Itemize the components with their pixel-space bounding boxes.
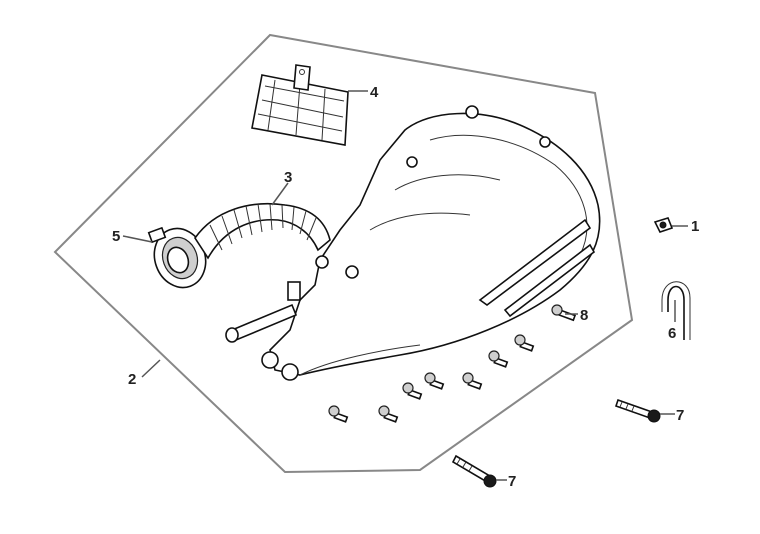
callout-8: 8 <box>580 307 588 324</box>
part-3-intake-hose <box>194 202 331 260</box>
part-1-clip <box>653 217 674 233</box>
leader-5 <box>122 235 153 243</box>
part-2-air-cleaner-housing <box>225 105 601 381</box>
screw <box>551 304 577 322</box>
callout-4: 4 <box>370 84 379 101</box>
screw <box>514 334 535 352</box>
part-7-bolt-upper <box>614 398 661 423</box>
screw <box>378 405 399 423</box>
part-5-intake-flange <box>147 226 207 289</box>
callout-3: 3 <box>284 169 292 186</box>
part-6-hose-clamp <box>661 281 691 340</box>
callout-7-lower: 7 <box>508 473 516 490</box>
screw <box>424 372 445 390</box>
assembly-outline <box>53 33 634 474</box>
part-7-bolt-lower <box>451 454 497 488</box>
callout-2: 2 <box>128 371 136 388</box>
leader-2 <box>141 359 161 378</box>
callout-6: 6 <box>668 325 676 342</box>
callout-5: 5 <box>112 228 120 245</box>
screw <box>462 372 483 390</box>
part-4-shield-plate <box>251 64 349 146</box>
callout-1: 1 <box>691 218 699 235</box>
screw <box>488 350 509 368</box>
screw <box>402 382 423 400</box>
callout-7-upper: 7 <box>676 407 684 424</box>
screw-set <box>328 304 577 423</box>
leader-3 <box>271 182 289 206</box>
screw <box>328 405 349 423</box>
